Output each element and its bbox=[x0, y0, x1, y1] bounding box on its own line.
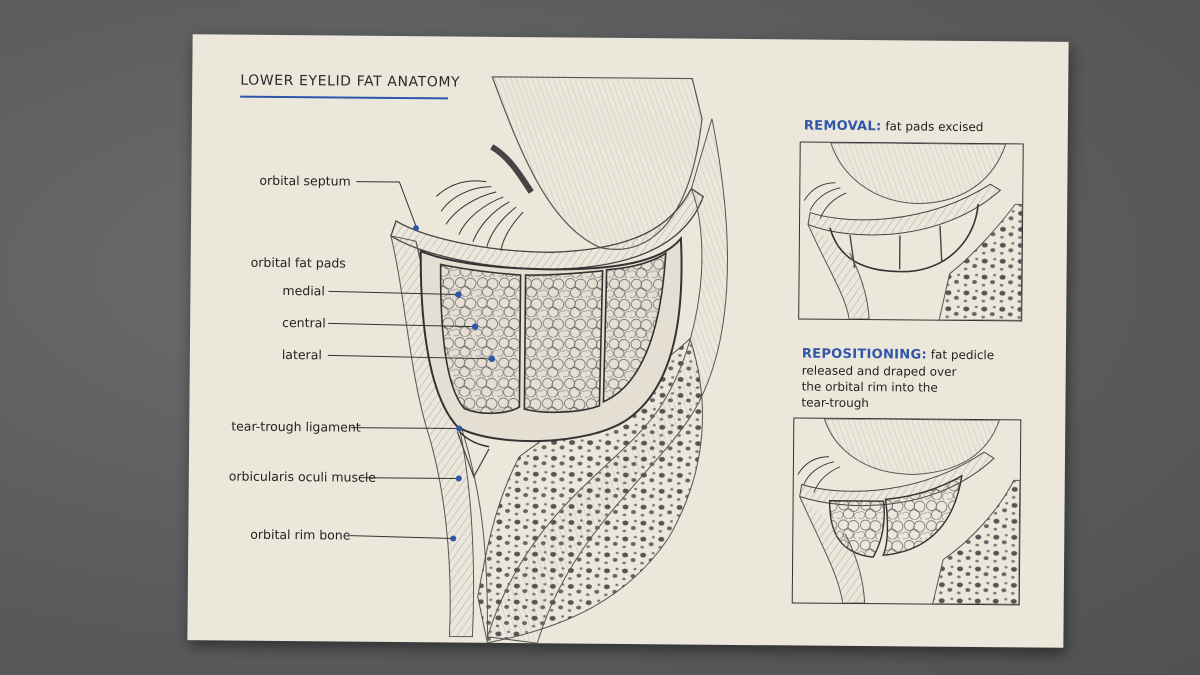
repositioning-line-1: fat pedicle bbox=[931, 348, 994, 363]
anatomy-card: LOWER EYELID FAT ANATOMY orbital septum … bbox=[187, 34, 1068, 648]
central-fat-pad bbox=[524, 270, 602, 413]
label-tear-trough-ligament: tear-trough ligament bbox=[231, 419, 361, 435]
repositioning-caption: REPOSITIONING: fat pedicle released and … bbox=[801, 346, 1032, 413]
label-orbicularis-oculi: orbicularis oculi muscle bbox=[229, 469, 376, 485]
removal-panel bbox=[798, 141, 1024, 321]
label-orbital-rim-bone: orbital rim bone bbox=[250, 527, 350, 543]
removal-text: fat pads excised bbox=[885, 119, 983, 134]
repositioning-line-4: tear-trough bbox=[801, 396, 869, 411]
label-orbital-fat-pads: orbital fat pads bbox=[251, 255, 346, 271]
label-medial: medial bbox=[282, 283, 325, 298]
repositioning-line-3: the orbital rim into the bbox=[802, 380, 938, 395]
removal-illustration bbox=[799, 142, 1023, 320]
repositioning-heading: REPOSITIONING: bbox=[802, 347, 927, 363]
repositioning-line-2: released and draped over bbox=[802, 364, 957, 379]
page-title: LOWER EYELID FAT ANATOMY bbox=[240, 73, 460, 91]
label-central: central bbox=[282, 315, 326, 330]
repositioning-panel bbox=[792, 417, 1022, 605]
removal-caption: REMOVAL: fat pads excised bbox=[804, 118, 984, 137]
removal-heading: REMOVAL: bbox=[804, 119, 882, 135]
label-orbital-septum: orbital septum bbox=[259, 173, 350, 189]
repositioning-illustration bbox=[793, 418, 1021, 604]
label-lateral: lateral bbox=[282, 347, 322, 362]
